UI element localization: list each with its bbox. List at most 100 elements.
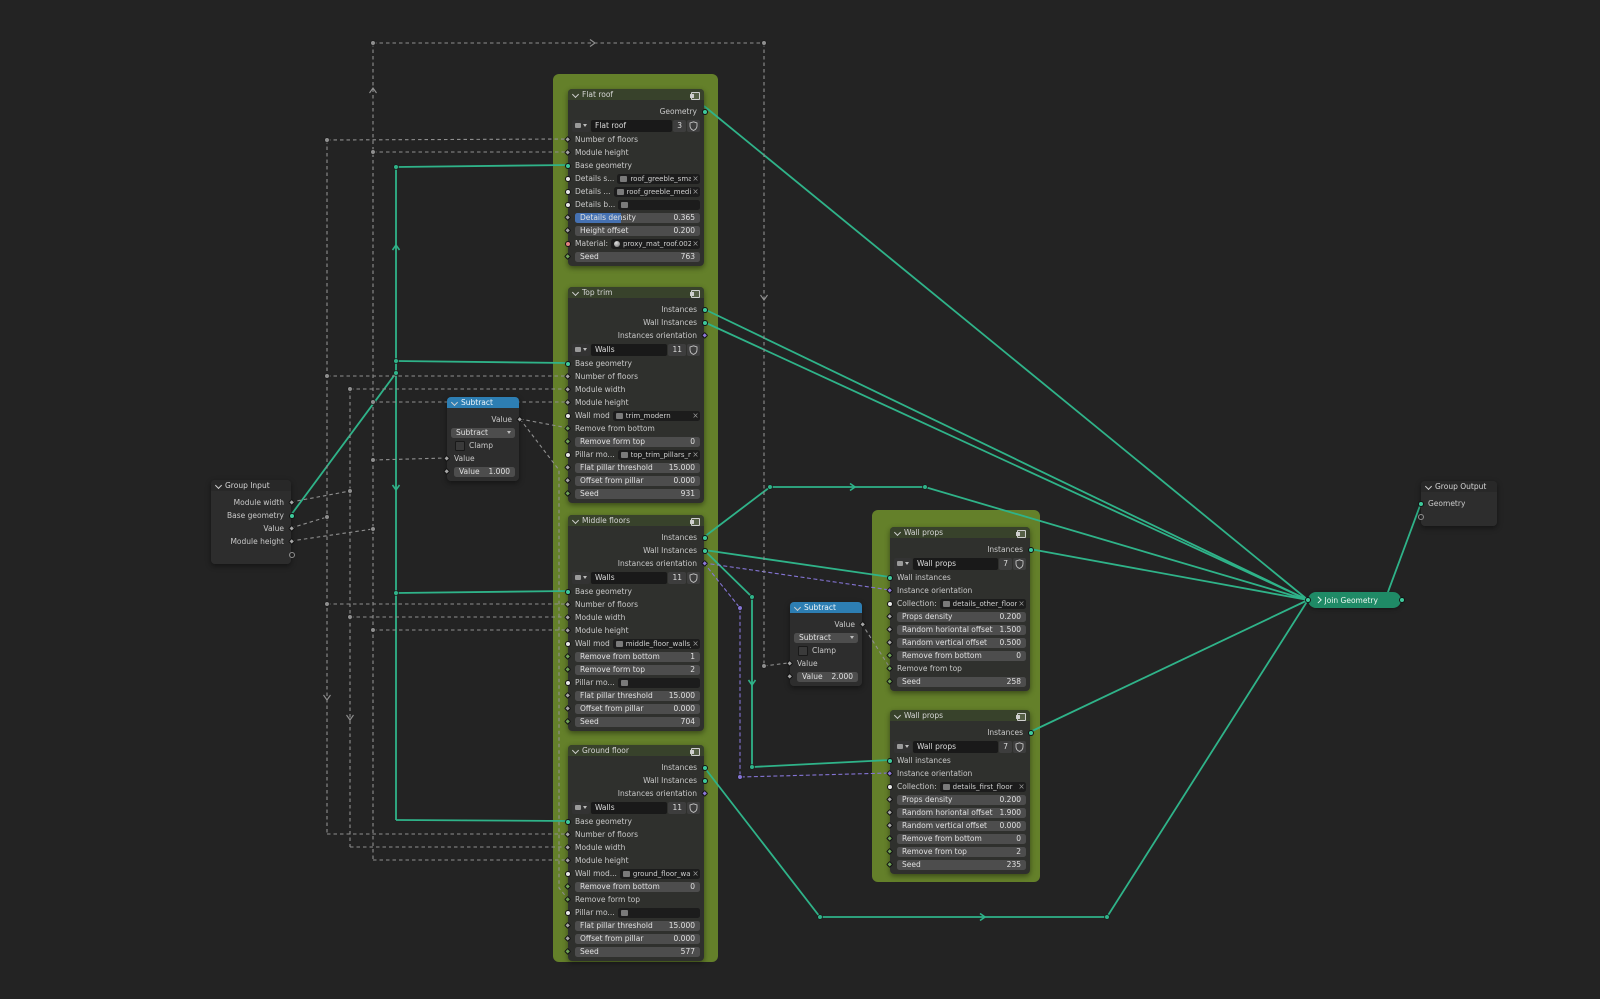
reroute-node[interactable] [370,627,376,633]
datablock-field[interactable]: trim_modern× [612,410,700,421]
value-socket[interactable] [563,463,572,472]
datablock-name-field[interactable]: Wall props [913,740,999,753]
nodetree-icon[interactable] [572,343,590,356]
clear-datablock-icon[interactable]: × [692,239,699,248]
collapse-chevron-icon[interactable] [893,711,902,720]
geometry-socket[interactable] [564,588,571,595]
value-socket[interactable] [563,372,572,381]
user-count-badge[interactable]: 11 [668,571,686,584]
datablock-field[interactable]: ground_floor_walls.0...× [619,868,700,879]
value-socket[interactable] [563,213,572,222]
fake-user-shield-button[interactable] [687,343,700,356]
datablock-field[interactable]: details_first_floor× [939,781,1026,792]
value-socket[interactable] [442,467,451,476]
int-socket[interactable] [885,664,894,673]
collapse-chevron-icon[interactable] [1424,482,1433,491]
fake-user-shield-button[interactable] [687,571,700,584]
node-header[interactable]: Subtract [790,602,862,613]
operation-dropdown[interactable]: Subtract [794,632,858,643]
user-count-badge[interactable]: 7 [999,740,1012,753]
reroute-node[interactable] [922,484,928,490]
value-socket[interactable] [287,537,296,546]
geometry-socket[interactable] [564,162,571,169]
geometry-socket[interactable] [1398,597,1405,603]
user-count-badge[interactable]: 11 [668,801,686,814]
int-socket[interactable] [885,860,894,869]
nodetree-icon[interactable] [572,801,590,814]
reroute-node[interactable] [324,137,330,143]
geometry-socket[interactable] [701,534,708,541]
data-socket[interactable] [564,188,571,195]
reroute-node[interactable] [370,149,376,155]
int-socket[interactable] [885,847,894,856]
datablock-field[interactable] [617,907,700,918]
datablock-name-field[interactable]: Walls [591,343,668,356]
geometry-socket[interactable] [701,108,708,115]
int-socket[interactable] [563,717,572,726]
fake-user-shield-button[interactable] [687,801,700,814]
geometry-socket[interactable] [1027,729,1034,736]
reroute-node[interactable] [370,457,376,463]
rotation-socket[interactable] [885,769,894,778]
value-socket[interactable] [563,830,572,839]
value-socket[interactable] [885,821,894,830]
rotation-socket[interactable] [700,789,709,798]
reroute-node[interactable] [749,764,755,770]
clear-datablock-icon[interactable]: × [692,869,699,878]
clear-datablock-icon[interactable]: × [692,187,699,196]
user-count-badge[interactable]: 11 [668,343,686,356]
datablock-field[interactable] [618,199,700,210]
node-header[interactable]: Group Input [211,480,291,491]
value-socket[interactable] [442,454,451,463]
value-socket[interactable] [785,672,794,681]
nodetree-icon[interactable] [894,740,912,753]
rotation-socket[interactable] [700,559,709,568]
geometry-socket[interactable] [701,777,708,784]
reroute-node[interactable] [393,370,399,376]
value-socket[interactable] [563,398,572,407]
data-socket[interactable] [564,201,571,208]
value-socket[interactable] [563,135,572,144]
node-header[interactable]: Flat roof [568,89,704,100]
clear-datablock-icon[interactable]: × [692,174,699,183]
value-socket[interactable] [563,148,572,157]
value-socket[interactable] [858,620,867,629]
data-socket[interactable] [564,640,571,647]
reroute-node[interactable] [324,373,330,379]
value-socket[interactable] [885,808,894,817]
rotation-socket[interactable] [700,331,709,340]
value-socket[interactable] [885,612,894,621]
int-socket[interactable] [885,677,894,686]
collapse-chevron-icon[interactable] [214,481,223,490]
collapse-chevron-icon[interactable] [893,528,902,537]
value-socket[interactable] [563,600,572,609]
nodetree-icon[interactable] [572,571,590,584]
node-header[interactable]: Group Output [1421,481,1497,492]
empty-socket[interactable] [288,551,295,558]
node-header[interactable]: Ground floor [568,745,704,756]
datablock-field[interactable]: top_trim_pillars_mod...× [617,449,700,460]
data-socket[interactable] [564,412,571,419]
int-socket[interactable] [563,665,572,674]
int-socket[interactable] [563,652,572,661]
reroute-node[interactable] [761,40,767,46]
int-socket[interactable] [885,834,894,843]
int-socket[interactable] [563,895,572,904]
int-socket[interactable] [563,947,572,956]
reroute-node[interactable] [324,514,330,520]
